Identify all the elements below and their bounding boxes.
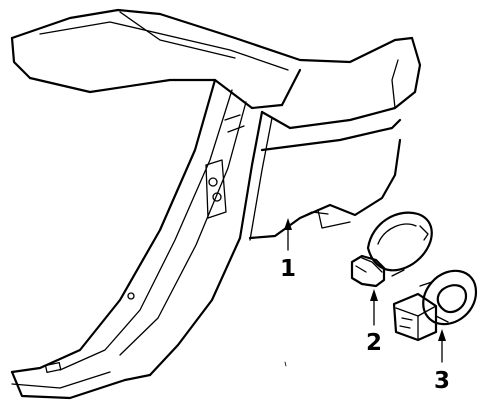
callout-part-1: 1 bbox=[280, 256, 296, 282]
leader-part-1 bbox=[284, 218, 292, 251]
callout-part-2: 2 bbox=[366, 330, 382, 356]
leader-part-2 bbox=[370, 289, 378, 326]
quarter-panel bbox=[10, 8, 422, 400]
leader-part-3 bbox=[438, 329, 446, 363]
filler-housing bbox=[392, 269, 478, 342]
fuel-door bbox=[366, 211, 433, 277]
callout-part-3: 3 bbox=[434, 368, 450, 394]
fuel-door-hinge bbox=[350, 254, 386, 288]
